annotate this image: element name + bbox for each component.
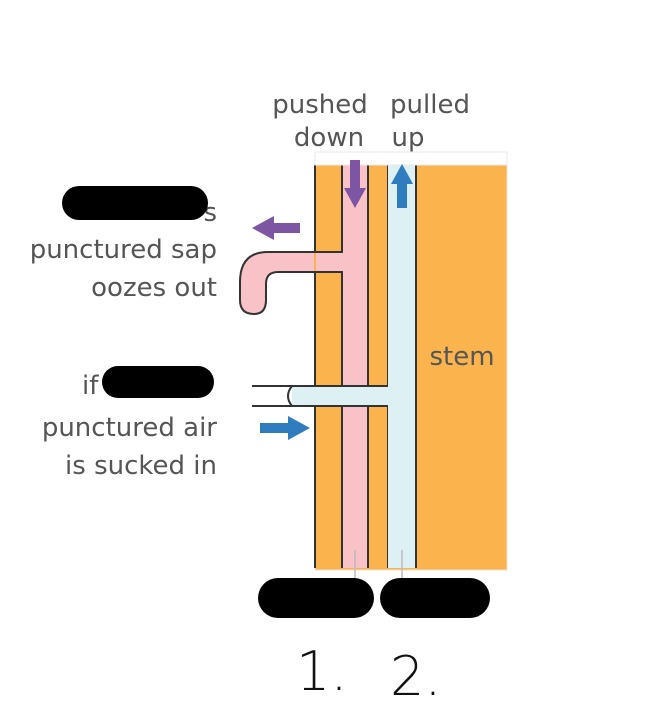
lower-left-redaction <box>102 366 214 398</box>
bottom-redaction-left <box>258 578 374 618</box>
xylem-tube <box>388 165 416 568</box>
lower-left-line3: is sucked in <box>65 451 217 481</box>
arrow-left-icon <box>252 216 300 240</box>
upper-left-line2: punctured sap <box>30 235 217 265</box>
sap-branch-outline <box>239 251 315 316</box>
phloem-tube <box>342 165 368 568</box>
upper-left-redaction <box>62 186 208 220</box>
air-branch-join <box>387 387 390 405</box>
air-branch-cross-phloem <box>343 387 367 405</box>
stem-label: stem <box>429 342 494 372</box>
handwritten-number-2: 2. <box>390 645 442 708</box>
sap-branch-join <box>341 253 344 271</box>
air-branch-open-end <box>252 386 292 406</box>
pushed-label-line2: down <box>294 123 364 153</box>
pulled-label-line1: pulled <box>390 90 470 120</box>
sap-branch-pink-fill <box>316 253 343 271</box>
arrow-right-icon <box>260 416 310 440</box>
pushed-label-line1: pushed <box>272 90 368 120</box>
air-branch-mouth <box>287 385 293 407</box>
bottom-redaction-right <box>380 578 490 618</box>
pulled-label-line2: up <box>392 123 425 153</box>
lower-left-line2: punctured air <box>42 413 217 443</box>
arrow-up-icon <box>391 164 413 208</box>
stem-top-cap <box>314 151 508 166</box>
upper-left-line3: oozes out <box>91 273 217 303</box>
lower-left-line1-fragment: if <box>82 371 99 401</box>
arrow-down-icon <box>344 160 366 208</box>
handwritten-number-1: 1. <box>296 640 348 703</box>
